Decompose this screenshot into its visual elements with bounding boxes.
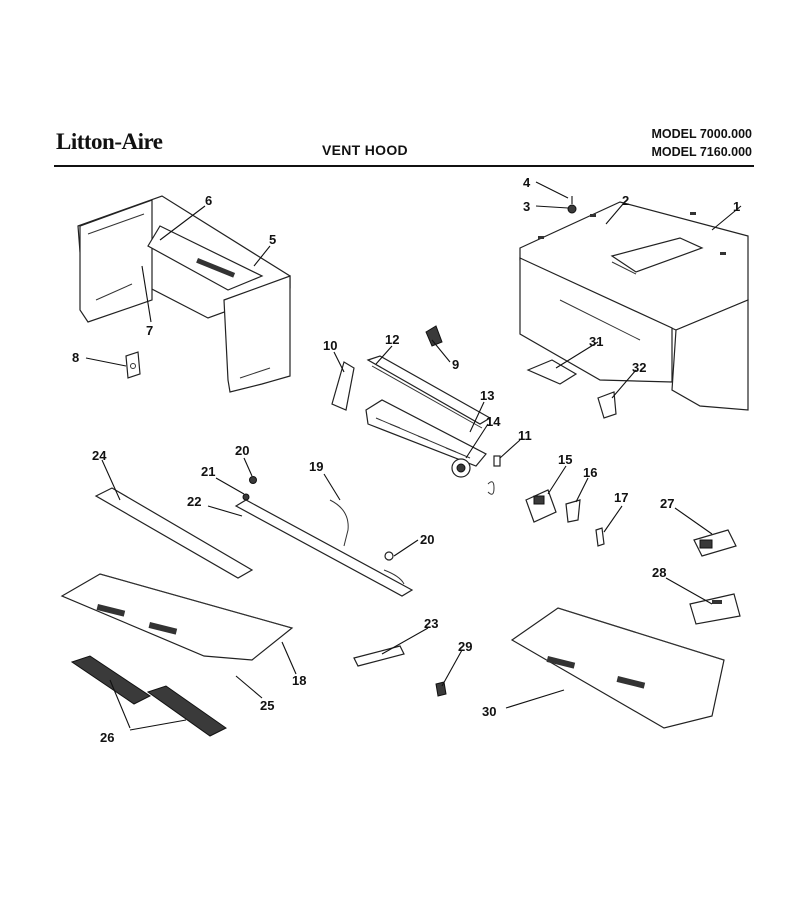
part-16-bracket [565, 499, 581, 523]
callout-32: 32 [632, 360, 646, 375]
callout-27: 27 [660, 496, 674, 511]
callout-20: 20 [235, 443, 249, 458]
part-26-filters [70, 655, 227, 737]
callout-30: 30 [482, 704, 496, 719]
part-14-motor [451, 458, 471, 478]
callout-18: 18 [292, 673, 306, 688]
part-13-blower-housing [365, 399, 487, 467]
callout-12: 12 [385, 332, 399, 347]
callout-25: 25 [260, 698, 274, 713]
callout-6: 6 [205, 193, 212, 208]
callout-17: 17 [614, 490, 628, 505]
part-31-bracket [526, 359, 578, 385]
callout-31: 31 [589, 334, 603, 349]
callout-4: 4 [523, 175, 531, 190]
callout-9: 9 [452, 357, 459, 372]
callout-11: 11 [518, 428, 532, 443]
part-29-clip [435, 681, 447, 697]
part-32-bracket [597, 391, 617, 419]
callout-14: 14 [486, 414, 501, 429]
part-8-bracket [125, 351, 141, 379]
part-3-4-screw [567, 196, 577, 214]
callout-26: 26 [100, 730, 114, 745]
part-12-blower-bar [366, 355, 492, 429]
callout-24: 24 [92, 448, 107, 463]
header-rule [54, 165, 754, 167]
part-28-panel [689, 593, 741, 625]
part-9-clip [425, 325, 443, 347]
callout-2: 2 [622, 193, 629, 208]
part-5-rear-housing [77, 195, 291, 393]
callout-13: 13 [480, 388, 494, 403]
model-number-2: MODEL 7160.000 [651, 145, 752, 159]
callout-19: 19 [309, 459, 323, 474]
brand-logo: Litton-Aire [56, 129, 163, 154]
part-18-bottom-pan [60, 573, 294, 661]
callout-7: 7 [146, 323, 153, 338]
callout-29: 29 [458, 639, 472, 654]
part-15-switch [525, 489, 557, 523]
callout-3: 3 [523, 199, 530, 214]
part-17-clip [595, 527, 605, 547]
part-21-screw [242, 493, 250, 501]
callout-23: 23 [424, 616, 438, 631]
part-27-lamp-socket [693, 529, 737, 557]
part-30-bottom-pan [510, 607, 725, 729]
part-24-rail [94, 487, 254, 579]
callout-leaders [85, 181, 742, 731]
callout-20b: 20 [420, 532, 434, 547]
callout-5: 5 [269, 232, 276, 247]
model-number-1: MODEL 7000.000 [651, 127, 752, 141]
part-20-screw-lower [384, 551, 394, 561]
callout-1: 1 [733, 199, 740, 214]
callout-16: 16 [583, 465, 597, 480]
callout-8: 8 [72, 350, 79, 365]
part-20-screw [249, 476, 257, 484]
part-11-clip [487, 455, 501, 495]
callout-labels: 1 2 3 4 5 6 7 8 9 10 11 12 13 14 15 16 1… [72, 175, 740, 745]
callout-10: 10 [323, 338, 337, 353]
callout-22: 22 [187, 494, 201, 509]
part-10-bracket [331, 361, 355, 411]
callout-21: 21 [201, 464, 215, 479]
part-23-strip [353, 645, 405, 667]
diagram-title: VENT HOOD [322, 142, 408, 158]
part-19-rail [234, 499, 414, 597]
part-1-hood-shell [519, 201, 749, 411]
callout-15: 15 [558, 452, 572, 467]
callout-28: 28 [652, 565, 666, 580]
